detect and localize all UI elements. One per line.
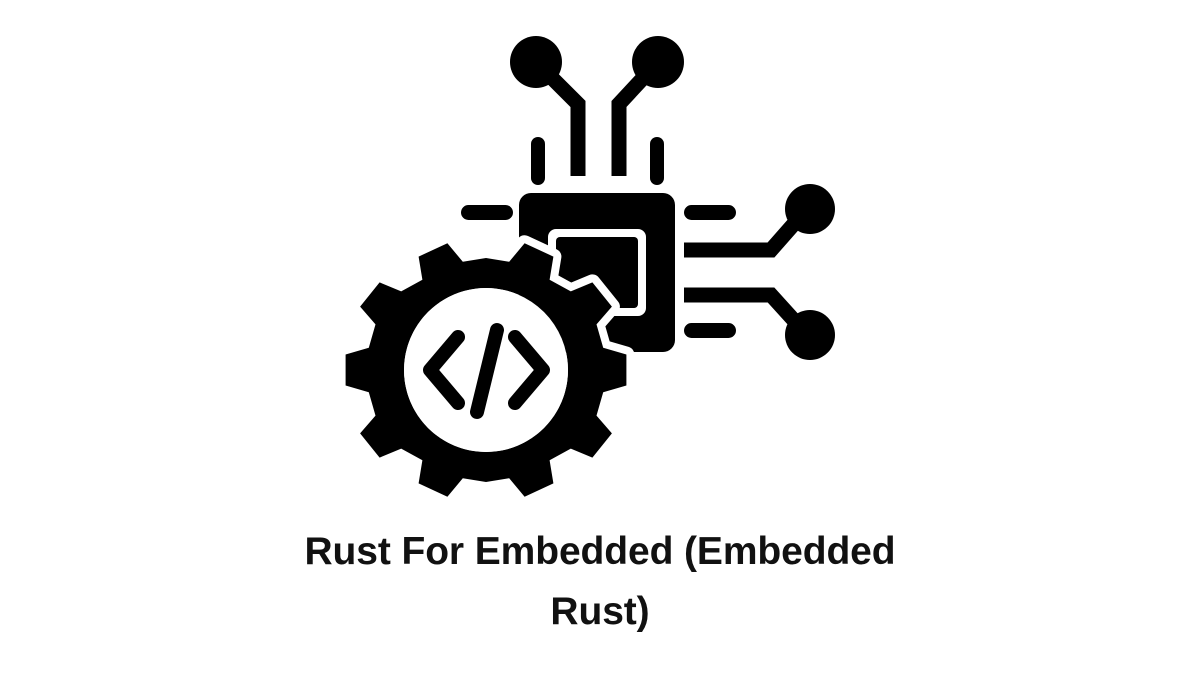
- embedded-rust-illustration: [337, 36, 835, 505]
- circuit-trace-top-left: [530, 56, 586, 176]
- chip-pin-top-4: [650, 137, 664, 185]
- chip-pin-top-1: [531, 137, 545, 185]
- circuit-trace-right-lower: [684, 287, 806, 333]
- chip-pin-right-1: [684, 205, 736, 220]
- page-title: Rust For Embedded (Embedded Rust): [304, 530, 896, 633]
- chip-pin-right-4: [684, 323, 736, 338]
- illustration-container: [337, 36, 835, 505]
- code-left-angle: [423, 330, 465, 410]
- circuit-node-right-lower: [785, 310, 835, 360]
- code-right-angle: [508, 330, 550, 410]
- circuit-node-right-upper: [785, 184, 835, 234]
- title-block: Rust For Embedded (Embedded Rust): [250, 522, 950, 642]
- code-brackets-icon: [423, 323, 550, 419]
- gear-icon: [337, 235, 635, 505]
- right-circuit-group: [684, 184, 835, 360]
- code-slash: [470, 323, 504, 419]
- circuit-trace-right-upper: [684, 212, 806, 258]
- top-circuit-group: [510, 36, 684, 185]
- circuit-trace-top-right: [611, 56, 664, 176]
- chip-pin-left-1: [461, 205, 513, 220]
